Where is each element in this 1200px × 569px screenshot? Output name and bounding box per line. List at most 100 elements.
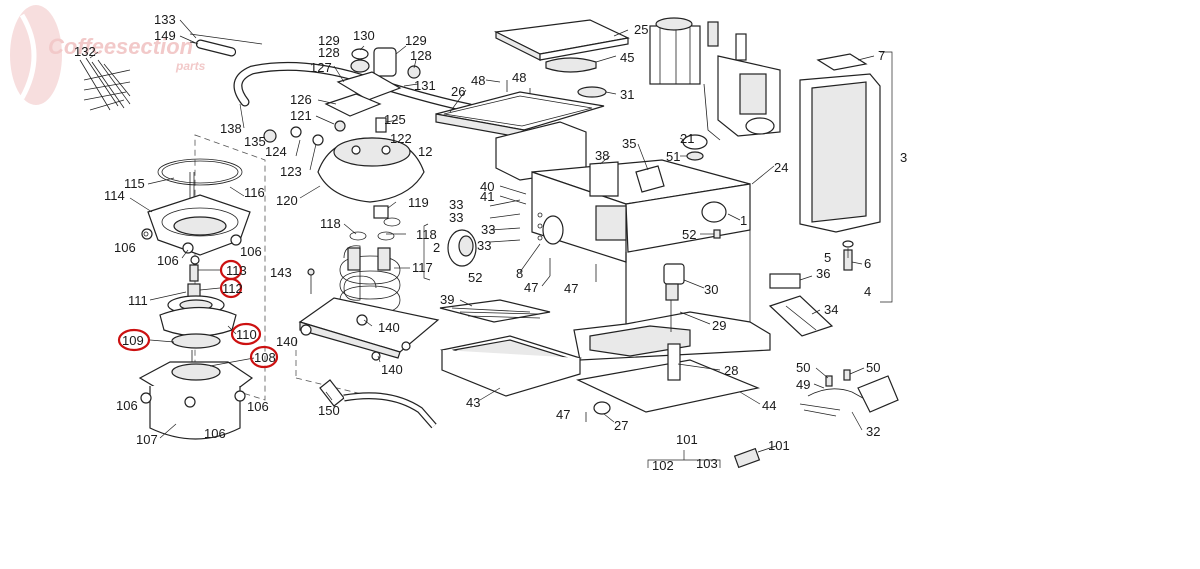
callout-3: 3 (900, 150, 907, 165)
callout-43: 43 (466, 395, 480, 410)
cup-part-31 (577, 86, 607, 98)
callout-2: 2 (433, 240, 440, 255)
callout-labels: 133 149 132 138 129 130 129 128 128 127 … (74, 12, 907, 473)
callout-133: 133 (154, 12, 176, 27)
callout-106e: 106 (247, 399, 269, 414)
solenoid-part-130 (373, 47, 397, 77)
highlight-112 (219, 277, 243, 299)
callout-129b: 129 (405, 33, 427, 48)
callout-26: 26 (451, 84, 465, 99)
callout-106b: 106 (240, 244, 262, 259)
callout-21: 21 (680, 131, 694, 146)
switch-part-35 (635, 165, 665, 193)
callout-47a: 47 (524, 280, 538, 295)
callout-130: 130 (353, 28, 375, 43)
callout-135: 135 (244, 134, 266, 149)
callout-106f: 106 (204, 426, 226, 441)
callout-38: 38 (595, 148, 609, 163)
callout-45: 45 (620, 50, 634, 65)
callout-31: 31 (620, 87, 634, 102)
knob-part-1 (701, 201, 727, 223)
callout-52a: 52 (468, 270, 482, 285)
callout-41: 41 (480, 189, 494, 204)
callout-128b: 128 (410, 48, 432, 63)
callout-131: 131 (414, 78, 436, 93)
base-plate-part-44 (576, 359, 761, 413)
shower-screen-part-109 (171, 333, 221, 349)
plate-part-38 (589, 161, 619, 197)
highlight-109 (117, 328, 151, 352)
watermark-brand: Coffeesection (48, 34, 193, 59)
callout-120: 120 (276, 193, 298, 208)
callout-114: 114 (104, 188, 125, 203)
callout-7: 7 (878, 48, 885, 63)
callout-4: 4 (864, 284, 871, 299)
gasket-ring-part-115 (157, 158, 243, 186)
callout-33d: 33 (477, 238, 491, 253)
power-cord-part-32 (807, 388, 871, 403)
callout-47b: 47 (564, 281, 578, 296)
callout-6: 6 (864, 256, 871, 271)
callout-116: 116 (244, 185, 265, 200)
callout-49: 49 (796, 377, 810, 392)
callout-149: 149 (154, 28, 176, 43)
callout-50a: 50 (796, 360, 810, 375)
pump-tank-group (649, 17, 899, 417)
callout-140a: 140 (378, 320, 400, 335)
switch-part-36 (769, 273, 801, 289)
callout-39: 39 (440, 292, 454, 307)
grate-part-39 (439, 299, 551, 323)
callout-50b: 50 (866, 360, 880, 375)
callout-12: 12 (418, 144, 432, 159)
callout-132: 132 (74, 44, 96, 59)
callout-119: 119 (408, 195, 429, 210)
callout-8: 8 (516, 266, 523, 281)
spring-part-113 (189, 264, 199, 282)
callout-1: 1 (740, 213, 747, 228)
callout-33a: 33 (449, 197, 463, 212)
callout-35: 35 (622, 136, 636, 151)
callout-122: 122 (390, 131, 412, 146)
callout-150: 150 (318, 403, 340, 418)
callout-36: 36 (816, 266, 830, 281)
callout-101a: 101 (676, 432, 698, 447)
callout-123: 123 (280, 164, 302, 179)
highlight-108 (249, 345, 279, 369)
brew-head-group (79, 33, 266, 440)
watermark-sub: parts (175, 59, 206, 73)
callout-51: 51 (666, 149, 680, 164)
callout-25: 25 (634, 22, 648, 37)
steam-valve-part-30 (663, 263, 685, 285)
callout-102: 102 (652, 458, 674, 473)
disc-part-110 (159, 306, 237, 337)
tube-part-149 (195, 39, 237, 57)
callout-33b: 33 (449, 210, 463, 225)
callout-29: 29 (712, 318, 726, 333)
callout-24: 24 (774, 160, 788, 175)
callout-44: 44 (762, 398, 776, 413)
callout-47c: 47 (556, 407, 570, 422)
callout-121: 121 (290, 108, 312, 123)
callout-5: 5 (824, 250, 831, 265)
callout-40: 40 (480, 179, 494, 194)
callout-106a: 106 (114, 240, 136, 255)
callout-48a: 48 (471, 73, 485, 88)
pump-assembly (649, 25, 701, 85)
callout-108: 108 (254, 350, 276, 365)
spring-bundle-part-132 (79, 57, 131, 111)
knob-part-21 (682, 134, 708, 150)
callout-117: 117 (412, 260, 433, 275)
callout-106c: 106 (157, 253, 179, 268)
filter-part-45 (545, 57, 597, 73)
callout-118b: 118 (416, 227, 437, 242)
fitting-part-135 (263, 129, 277, 143)
handle-part-7 (816, 53, 868, 71)
callout-127: 127 (310, 60, 332, 75)
callout-112: 112 (222, 281, 243, 296)
foot-part-27 (593, 401, 611, 415)
watermark-logo: Coffeesection parts (10, 5, 206, 105)
callout-140b: 140 (276, 334, 298, 349)
callout-126: 126 (290, 92, 312, 107)
lid-part-25 (493, 19, 630, 55)
callout-33c: 33 (481, 222, 495, 237)
